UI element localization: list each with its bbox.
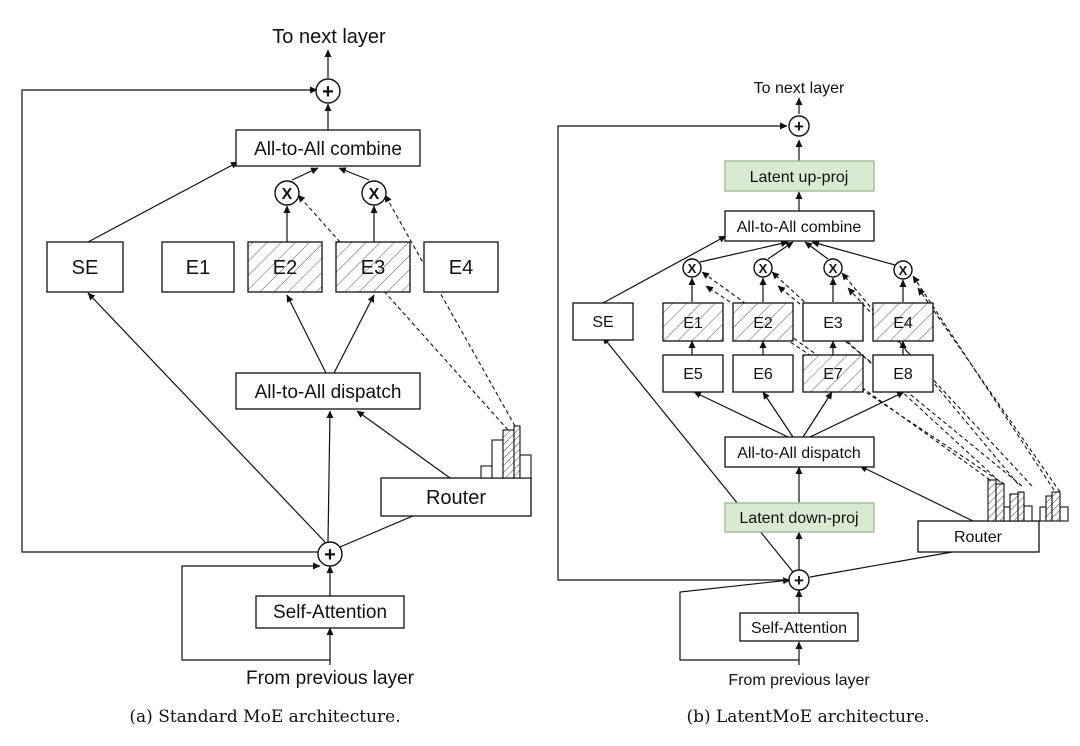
right-latent-up-proj-box: Latent up-proj [724, 160, 875, 192]
left-to-next-layer-label: To next layer [272, 26, 386, 48]
right-expert-e3-box: E3 [802, 302, 864, 342]
left-e2-label: E2 [273, 257, 297, 279]
right-expert-e6-box: E6 [732, 354, 794, 393]
right-multiply-node-1: X [682, 258, 702, 278]
right-multiply-symbol-1: X [688, 261, 697, 276]
left-se-label: SE [72, 257, 99, 279]
right-router-score-histogram [987, 479, 1069, 522]
right-all-to-all-combine-box: All-to-All combine [724, 210, 875, 242]
right-caption: (b) LatentMoE architecture. [686, 707, 929, 727]
right-expert-e2-box: E2 [732, 302, 794, 342]
right-expert-e5-box: E5 [662, 354, 724, 393]
right-multiply-symbol-2: X [759, 261, 768, 276]
right-top-sum-node: + [788, 115, 810, 137]
right-expert-e7-box: E7 [802, 354, 864, 393]
right-e6-label: E6 [753, 366, 773, 383]
right-e5-label: E5 [683, 366, 703, 383]
right-latent-down-proj-box: Latent down-proj [724, 502, 875, 533]
right-bottom-sum-node: + [788, 569, 810, 591]
left-expert-e3-box: E3 [335, 241, 411, 293]
left-multiply-symbol-2: X [369, 186, 380, 203]
right-all-to-all-dispatch-box: All-to-All dispatch [724, 436, 875, 468]
left-multiply-node-2: X [361, 180, 387, 206]
right-e8-label: E8 [893, 366, 913, 383]
right-from-previous-layer-label: From previous layer [728, 672, 870, 689]
right-expert-e8-box: E8 [872, 354, 934, 393]
standard-moe-diagram: To next layer From previous layer + + Al… [21, 26, 532, 727]
left-caption: (a) Standard MoE architecture. [129, 707, 400, 727]
right-se-label: SE [592, 314, 613, 331]
latent-moe-diagram: To next layer From previous layer + + La… [557, 80, 1069, 727]
left-shared-expert-box: SE [46, 241, 124, 293]
left-bottom-sum-symbol: + [324, 544, 336, 566]
right-self-attention-label: Self-Attention [751, 620, 847, 637]
right-expert-e4-box: E4 [872, 302, 934, 342]
right-to-next-layer-label: To next layer [754, 80, 845, 97]
right-e1-label: E1 [683, 315, 703, 332]
right-e3-label: E3 [823, 315, 843, 332]
left-all-to-all-combine-box: All-to-All combine [235, 129, 421, 167]
left-from-previous-layer-label: From previous layer [246, 668, 415, 689]
left-dispatch-label: All-to-All dispatch [255, 382, 402, 403]
left-router-score-histogram [480, 425, 532, 479]
left-e4-label: E4 [449, 257, 473, 279]
right-latent-down-proj-label: Latent down-proj [739, 510, 858, 527]
left-combine-label: All-to-All combine [254, 139, 402, 160]
right-latent-up-proj-label: Latent up-proj [750, 169, 849, 186]
left-multiply-symbol-1: X [282, 186, 293, 203]
right-dispatch-label: All-to-All dispatch [737, 445, 861, 462]
right-shared-expert-box: SE [572, 302, 634, 341]
left-e3-label: E3 [361, 257, 385, 279]
right-multiply-symbol-4: X [899, 263, 908, 278]
right-e4-label: E4 [893, 315, 913, 332]
right-router-label: Router [954, 529, 1003, 546]
left-self-attention-label: Self-Attention [273, 602, 387, 623]
right-self-attention-box: Self-Attention [739, 612, 859, 642]
left-all-to-all-dispatch-box: All-to-All dispatch [235, 372, 421, 410]
left-expert-e4-box: E4 [423, 241, 499, 293]
right-multiply-node-2: X [753, 258, 773, 278]
right-router-box: Router [917, 520, 1040, 553]
left-connections [21, 49, 516, 665]
left-expert-e1-box: E1 [161, 241, 235, 293]
right-combine-label: All-to-All combine [737, 219, 862, 236]
right-e2-label: E2 [753, 315, 773, 332]
left-router-box: Router [380, 477, 532, 517]
left-router-label: Router [426, 487, 486, 509]
right-bottom-sum-symbol: + [794, 571, 804, 590]
right-expert-e1-box: E1 [662, 302, 724, 342]
right-multiply-node-3: X [823, 258, 843, 278]
right-multiply-symbol-3: X [829, 261, 838, 276]
right-e7-label: E7 [823, 366, 843, 383]
left-e1-label: E1 [186, 257, 210, 279]
left-self-attention-box: Self-Attention [255, 595, 405, 629]
right-top-sum-symbol: + [794, 117, 804, 136]
right-multiply-node-4: X [893, 260, 913, 280]
left-expert-e2-box: E2 [247, 241, 323, 293]
left-top-sum-node: + [315, 78, 341, 104]
left-multiply-node-1: X [274, 180, 300, 206]
left-bottom-sum-node: + [317, 541, 343, 567]
left-top-sum-symbol: + [322, 81, 334, 103]
